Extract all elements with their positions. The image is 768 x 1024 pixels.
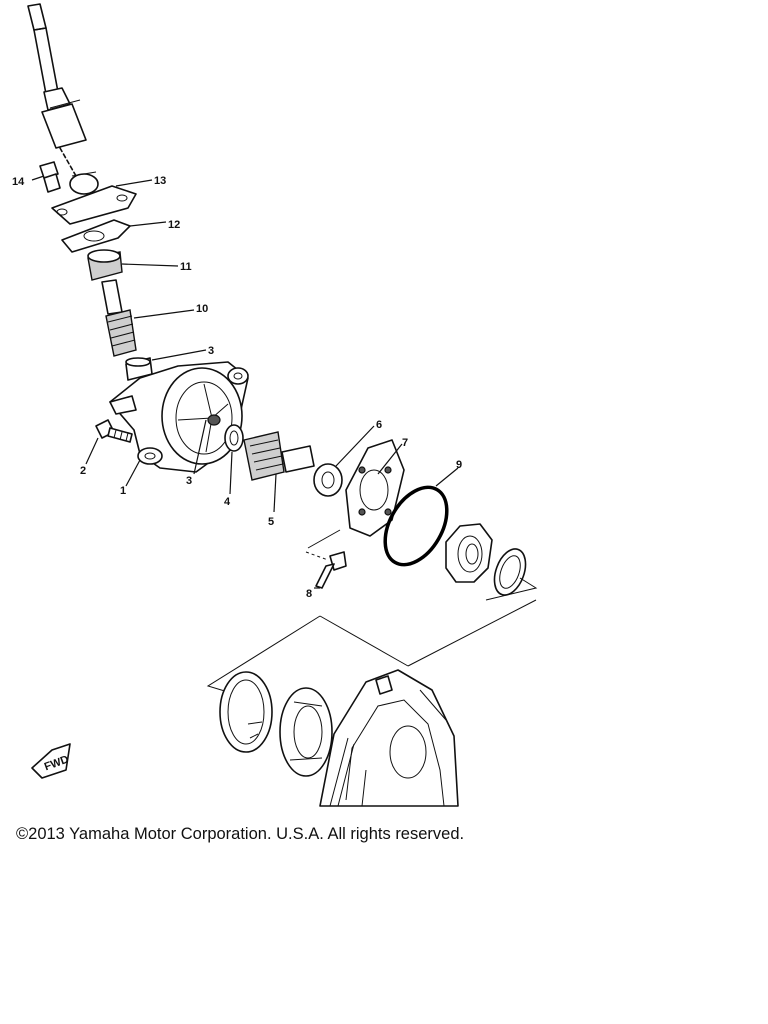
callout-7: 7 bbox=[402, 437, 408, 449]
callout-9: 9 bbox=[456, 459, 462, 471]
plate-part-7: 7 bbox=[345, 437, 408, 537]
exploded-parts-diagram: 14 13 12 11 10 3 bbox=[12, 3, 538, 807]
callout-3a: 3 bbox=[208, 345, 214, 357]
forward-arrow-icon: FWD bbox=[31, 743, 71, 779]
callout-4: 4 bbox=[224, 496, 231, 508]
copyright-notice: ©2013 Yamaha Motor Corporation. U.S.A. A… bbox=[16, 825, 465, 843]
callout-3b: 3 bbox=[186, 475, 192, 487]
callout-13: 13 bbox=[154, 175, 166, 187]
callout-8: 8 bbox=[306, 588, 312, 600]
assembly-boundary bbox=[206, 529, 538, 693]
flange-part-13: 13 bbox=[51, 171, 166, 225]
drive-gear-part-5: 5 bbox=[243, 431, 315, 528]
callout-group-3-lower: 3 bbox=[186, 419, 207, 487]
gasket-part-12: 12 bbox=[61, 219, 180, 253]
bolt-part-14: 14 bbox=[12, 161, 61, 193]
bushing-part-11: 11 bbox=[87, 249, 192, 281]
engine-crankcase bbox=[219, 669, 459, 807]
callout-12: 12 bbox=[168, 219, 180, 231]
driven-gear-part-10: 10 bbox=[101, 279, 208, 357]
o-ring-part-9: 9 bbox=[383, 459, 462, 567]
callout-5: 5 bbox=[268, 516, 274, 528]
spacer-part-6: 6 bbox=[313, 419, 382, 497]
pump-housing-part-1: 1 bbox=[109, 361, 249, 497]
callout-11: 11 bbox=[180, 261, 192, 273]
screw-part-8: 8 bbox=[305, 551, 347, 600]
callout-10: 10 bbox=[196, 303, 208, 315]
snap-ring-upper bbox=[493, 548, 527, 596]
callout-1: 1 bbox=[120, 485, 126, 497]
callout-6: 6 bbox=[376, 419, 382, 431]
callout-14: 14 bbox=[12, 176, 25, 188]
lock-nut bbox=[445, 523, 493, 583]
washer-part-4: 4 bbox=[224, 424, 244, 508]
callout-2: 2 bbox=[80, 465, 86, 477]
speedometer-cable bbox=[27, 3, 87, 177]
screw-part-2: 2 bbox=[80, 419, 133, 477]
